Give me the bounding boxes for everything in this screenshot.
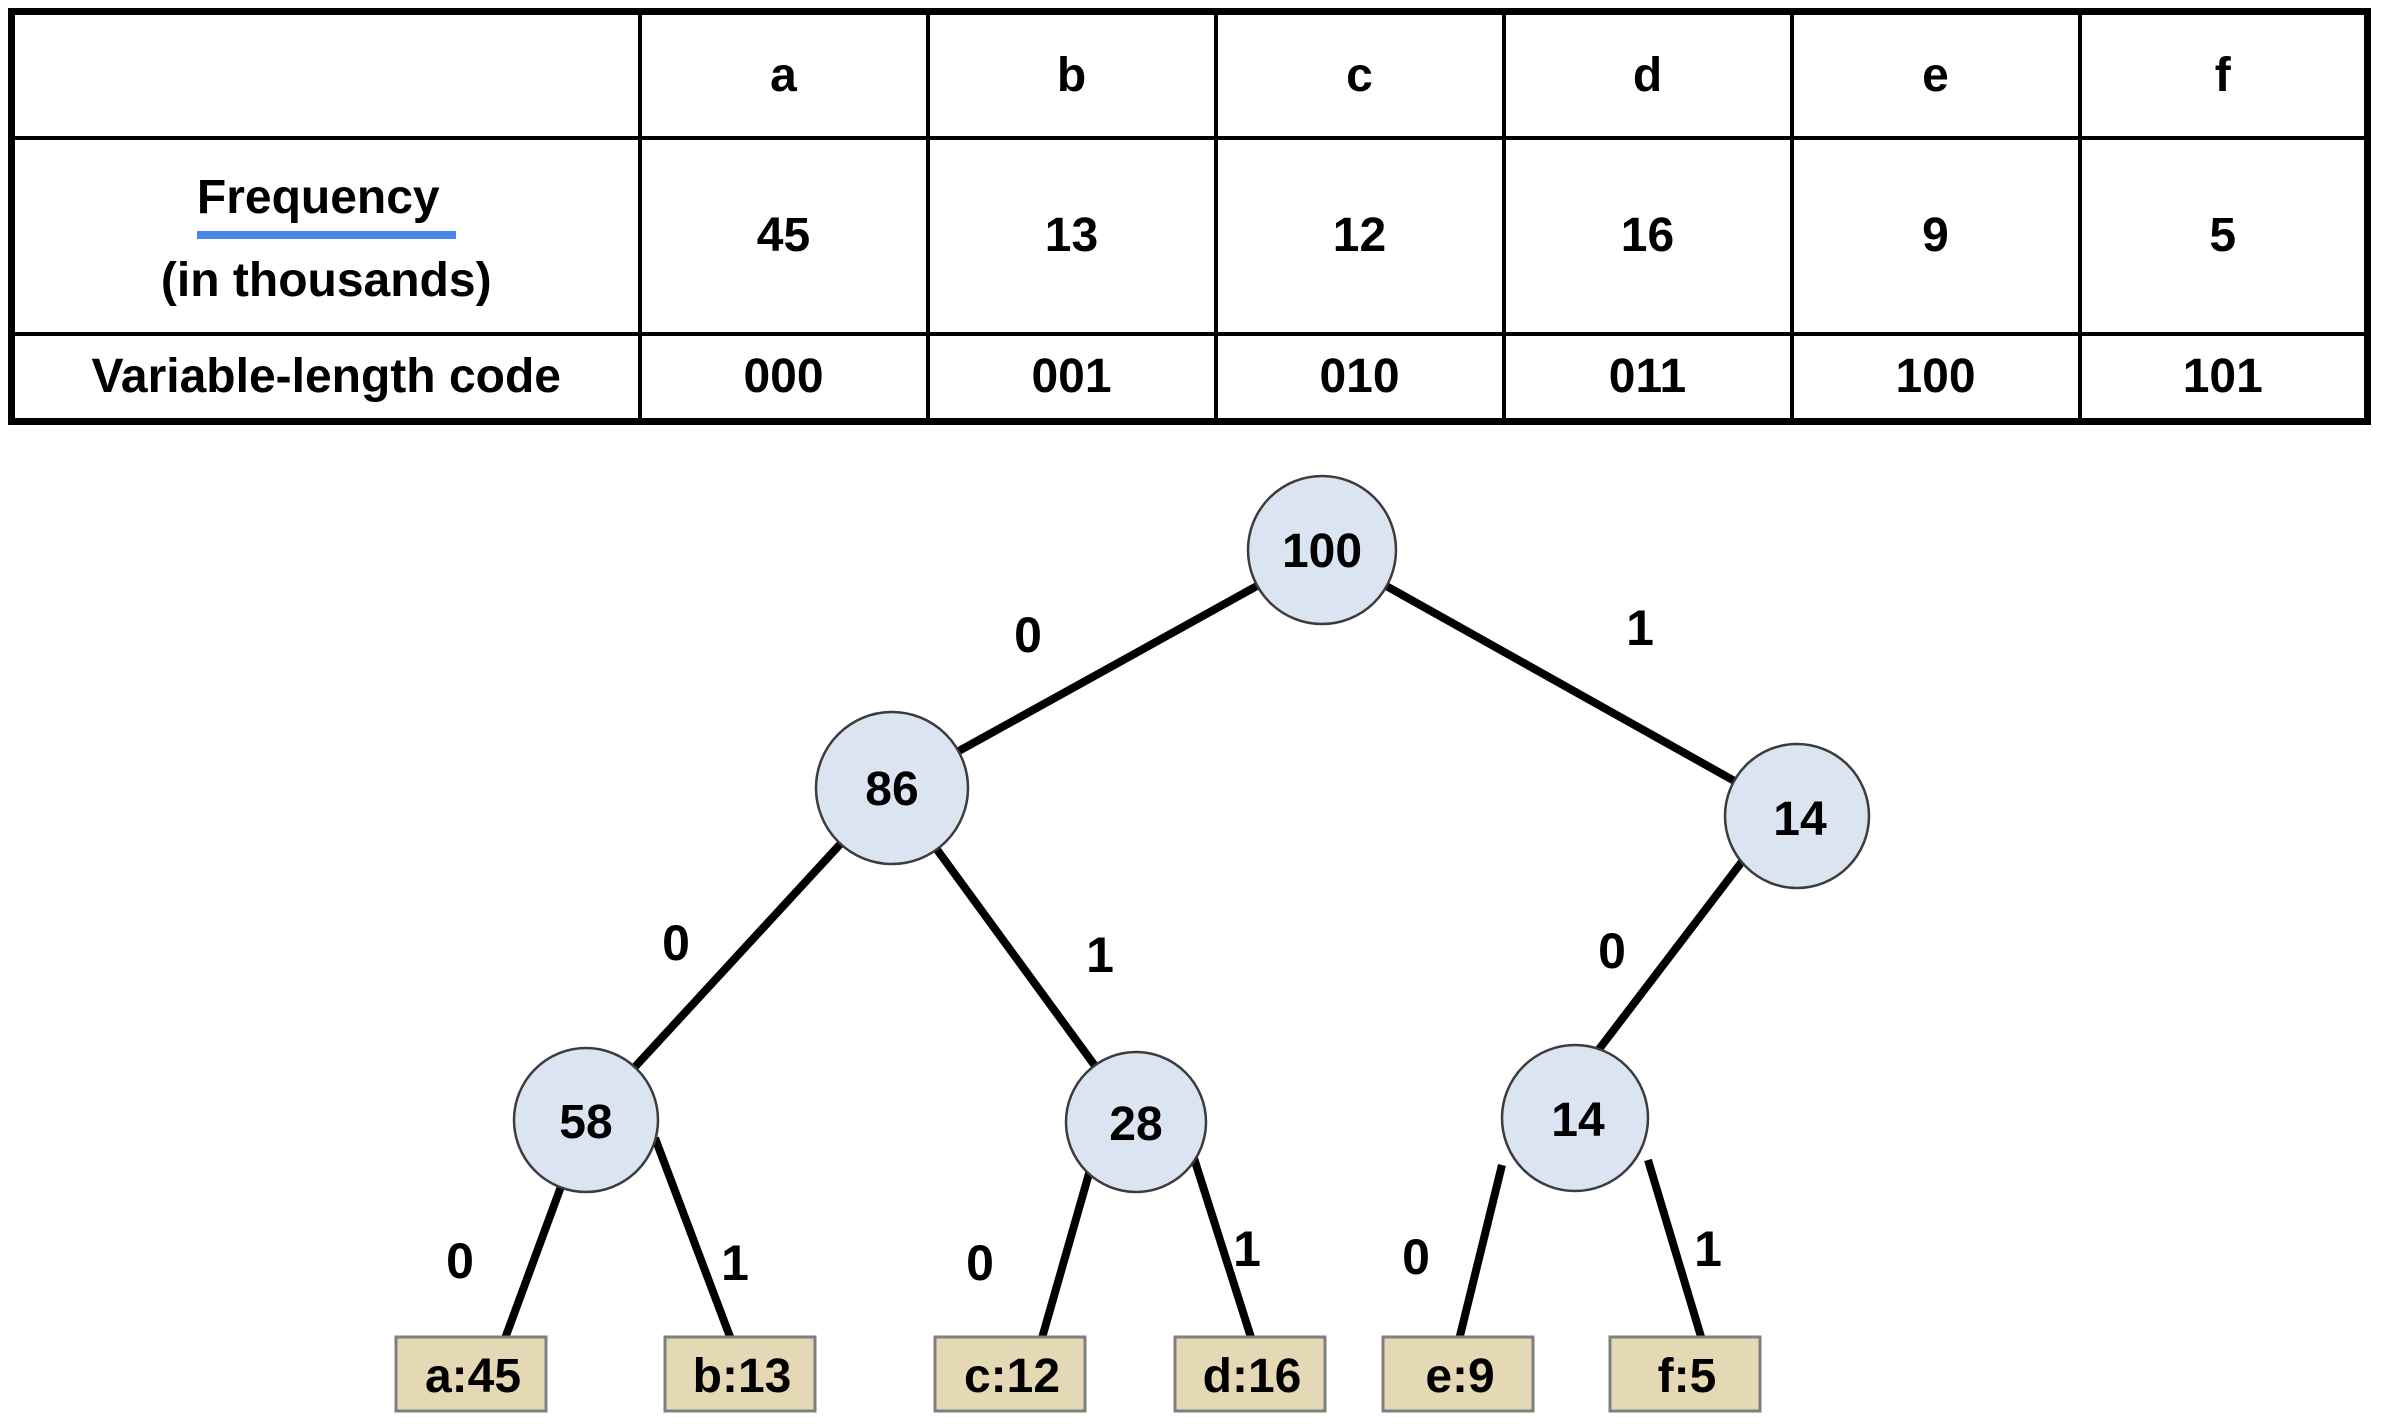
edge-root-86 bbox=[890, 546, 1324, 792]
edge-28-d bbox=[1188, 1150, 1259, 1352]
bit-86-left: 0 bbox=[662, 915, 690, 971]
code-value-a: 000 bbox=[637, 331, 930, 424]
bit-28-left: 0 bbox=[966, 1235, 994, 1291]
tree-node-58 bbox=[512, 1046, 660, 1194]
col-header-b: b bbox=[925, 9, 1218, 140]
frequency-row-label: Frequency (in thousands) bbox=[9, 135, 642, 336]
tree-node-86 bbox=[814, 710, 970, 866]
bit-58-right: 1 bbox=[721, 1235, 749, 1291]
frequency-value-b: 13 bbox=[925, 135, 1218, 336]
code-value-c: 010 bbox=[1213, 331, 1506, 424]
frequency-code-table: a b c d e f Frequency (in thousands) 45 … bbox=[8, 8, 2371, 425]
leaf-label-c: c:12 bbox=[964, 1350, 1060, 1403]
bit-86-right: 1 bbox=[1086, 927, 1114, 983]
leaf-label-d: d:16 bbox=[1203, 1350, 1302, 1403]
leaf-box-c bbox=[933, 1335, 1087, 1413]
col-header-e: e bbox=[1789, 9, 2082, 140]
bit-14-left: 0 bbox=[1598, 923, 1626, 979]
leaf-label-a: a:45 bbox=[425, 1350, 521, 1403]
frequency-value-c: 12 bbox=[1213, 135, 1506, 336]
frequency-row: Frequency (in thousands) 45 13 12 16 9 5 bbox=[9, 135, 2370, 336]
node-label-root: 100 bbox=[1282, 525, 1362, 578]
leaf-box-a bbox=[394, 1335, 548, 1413]
tree-node-28 bbox=[1064, 1050, 1208, 1194]
leaf-label-e: e:9 bbox=[1425, 1350, 1494, 1403]
bit-root-right: 1 bbox=[1626, 600, 1654, 656]
node-label-28: 28 bbox=[1109, 1098, 1162, 1151]
code-row: Variable-length code 000 001 010 011 100… bbox=[9, 331, 2370, 424]
edge-root-14 bbox=[1320, 546, 1799, 820]
table-header-row: a b c d e f bbox=[9, 9, 2370, 140]
node-label-86: 86 bbox=[865, 763, 918, 816]
frequency-label-units: (in thousands) bbox=[160, 253, 492, 307]
leaf-label-b: b:13 bbox=[693, 1350, 792, 1403]
bit-14l-left: 0 bbox=[1402, 1229, 1430, 1285]
tree-node-root-100 bbox=[1246, 474, 1398, 626]
code-value-f: 101 bbox=[2077, 331, 2370, 424]
bit-14l-right: 1 bbox=[1694, 1221, 1722, 1277]
edge-14-14 bbox=[1583, 835, 1764, 1068]
edge-58-b bbox=[651, 1136, 739, 1352]
leaf-box-e bbox=[1381, 1335, 1535, 1413]
corner-cell bbox=[9, 9, 642, 140]
code-value-b: 001 bbox=[925, 331, 1218, 424]
leaf-box-b bbox=[663, 1335, 817, 1413]
bit-root-left: 0 bbox=[1014, 607, 1042, 663]
frequency-value-a: 45 bbox=[637, 135, 930, 336]
node-label-14l: 14 bbox=[1551, 1094, 1605, 1147]
code-value-e: 100 bbox=[1789, 331, 2082, 424]
node-label-14u: 14 bbox=[1773, 793, 1827, 846]
leaf-box-d bbox=[1173, 1335, 1327, 1413]
col-header-a: a bbox=[637, 9, 930, 140]
tree-node-14-lower bbox=[1500, 1043, 1650, 1193]
bit-28-right: 1 bbox=[1233, 1221, 1261, 1277]
node-label-58: 58 bbox=[559, 1096, 612, 1149]
frequency-value-e: 9 bbox=[1789, 135, 2082, 336]
edge-14-e bbox=[1452, 1164, 1506, 1353]
leaf-box-f bbox=[1608, 1335, 1762, 1413]
edge-14-f bbox=[1644, 1158, 1709, 1352]
col-header-d: d bbox=[1501, 9, 1794, 140]
frequency-value-d: 16 bbox=[1501, 135, 1794, 336]
tree-node-14-upper bbox=[1723, 742, 1871, 890]
bit-58-left: 0 bbox=[446, 1233, 474, 1289]
frequency-value-f: 5 bbox=[2077, 135, 2370, 336]
code-value-d: 011 bbox=[1501, 331, 1794, 424]
frequency-label-underlined: Frequency bbox=[196, 170, 456, 239]
col-header-f: f bbox=[2077, 9, 2370, 140]
code-row-label: Variable-length code bbox=[9, 331, 642, 424]
col-header-c: c bbox=[1213, 9, 1506, 140]
edge-28-c bbox=[1034, 1140, 1102, 1354]
leaf-label-f: f:5 bbox=[1658, 1350, 1717, 1403]
